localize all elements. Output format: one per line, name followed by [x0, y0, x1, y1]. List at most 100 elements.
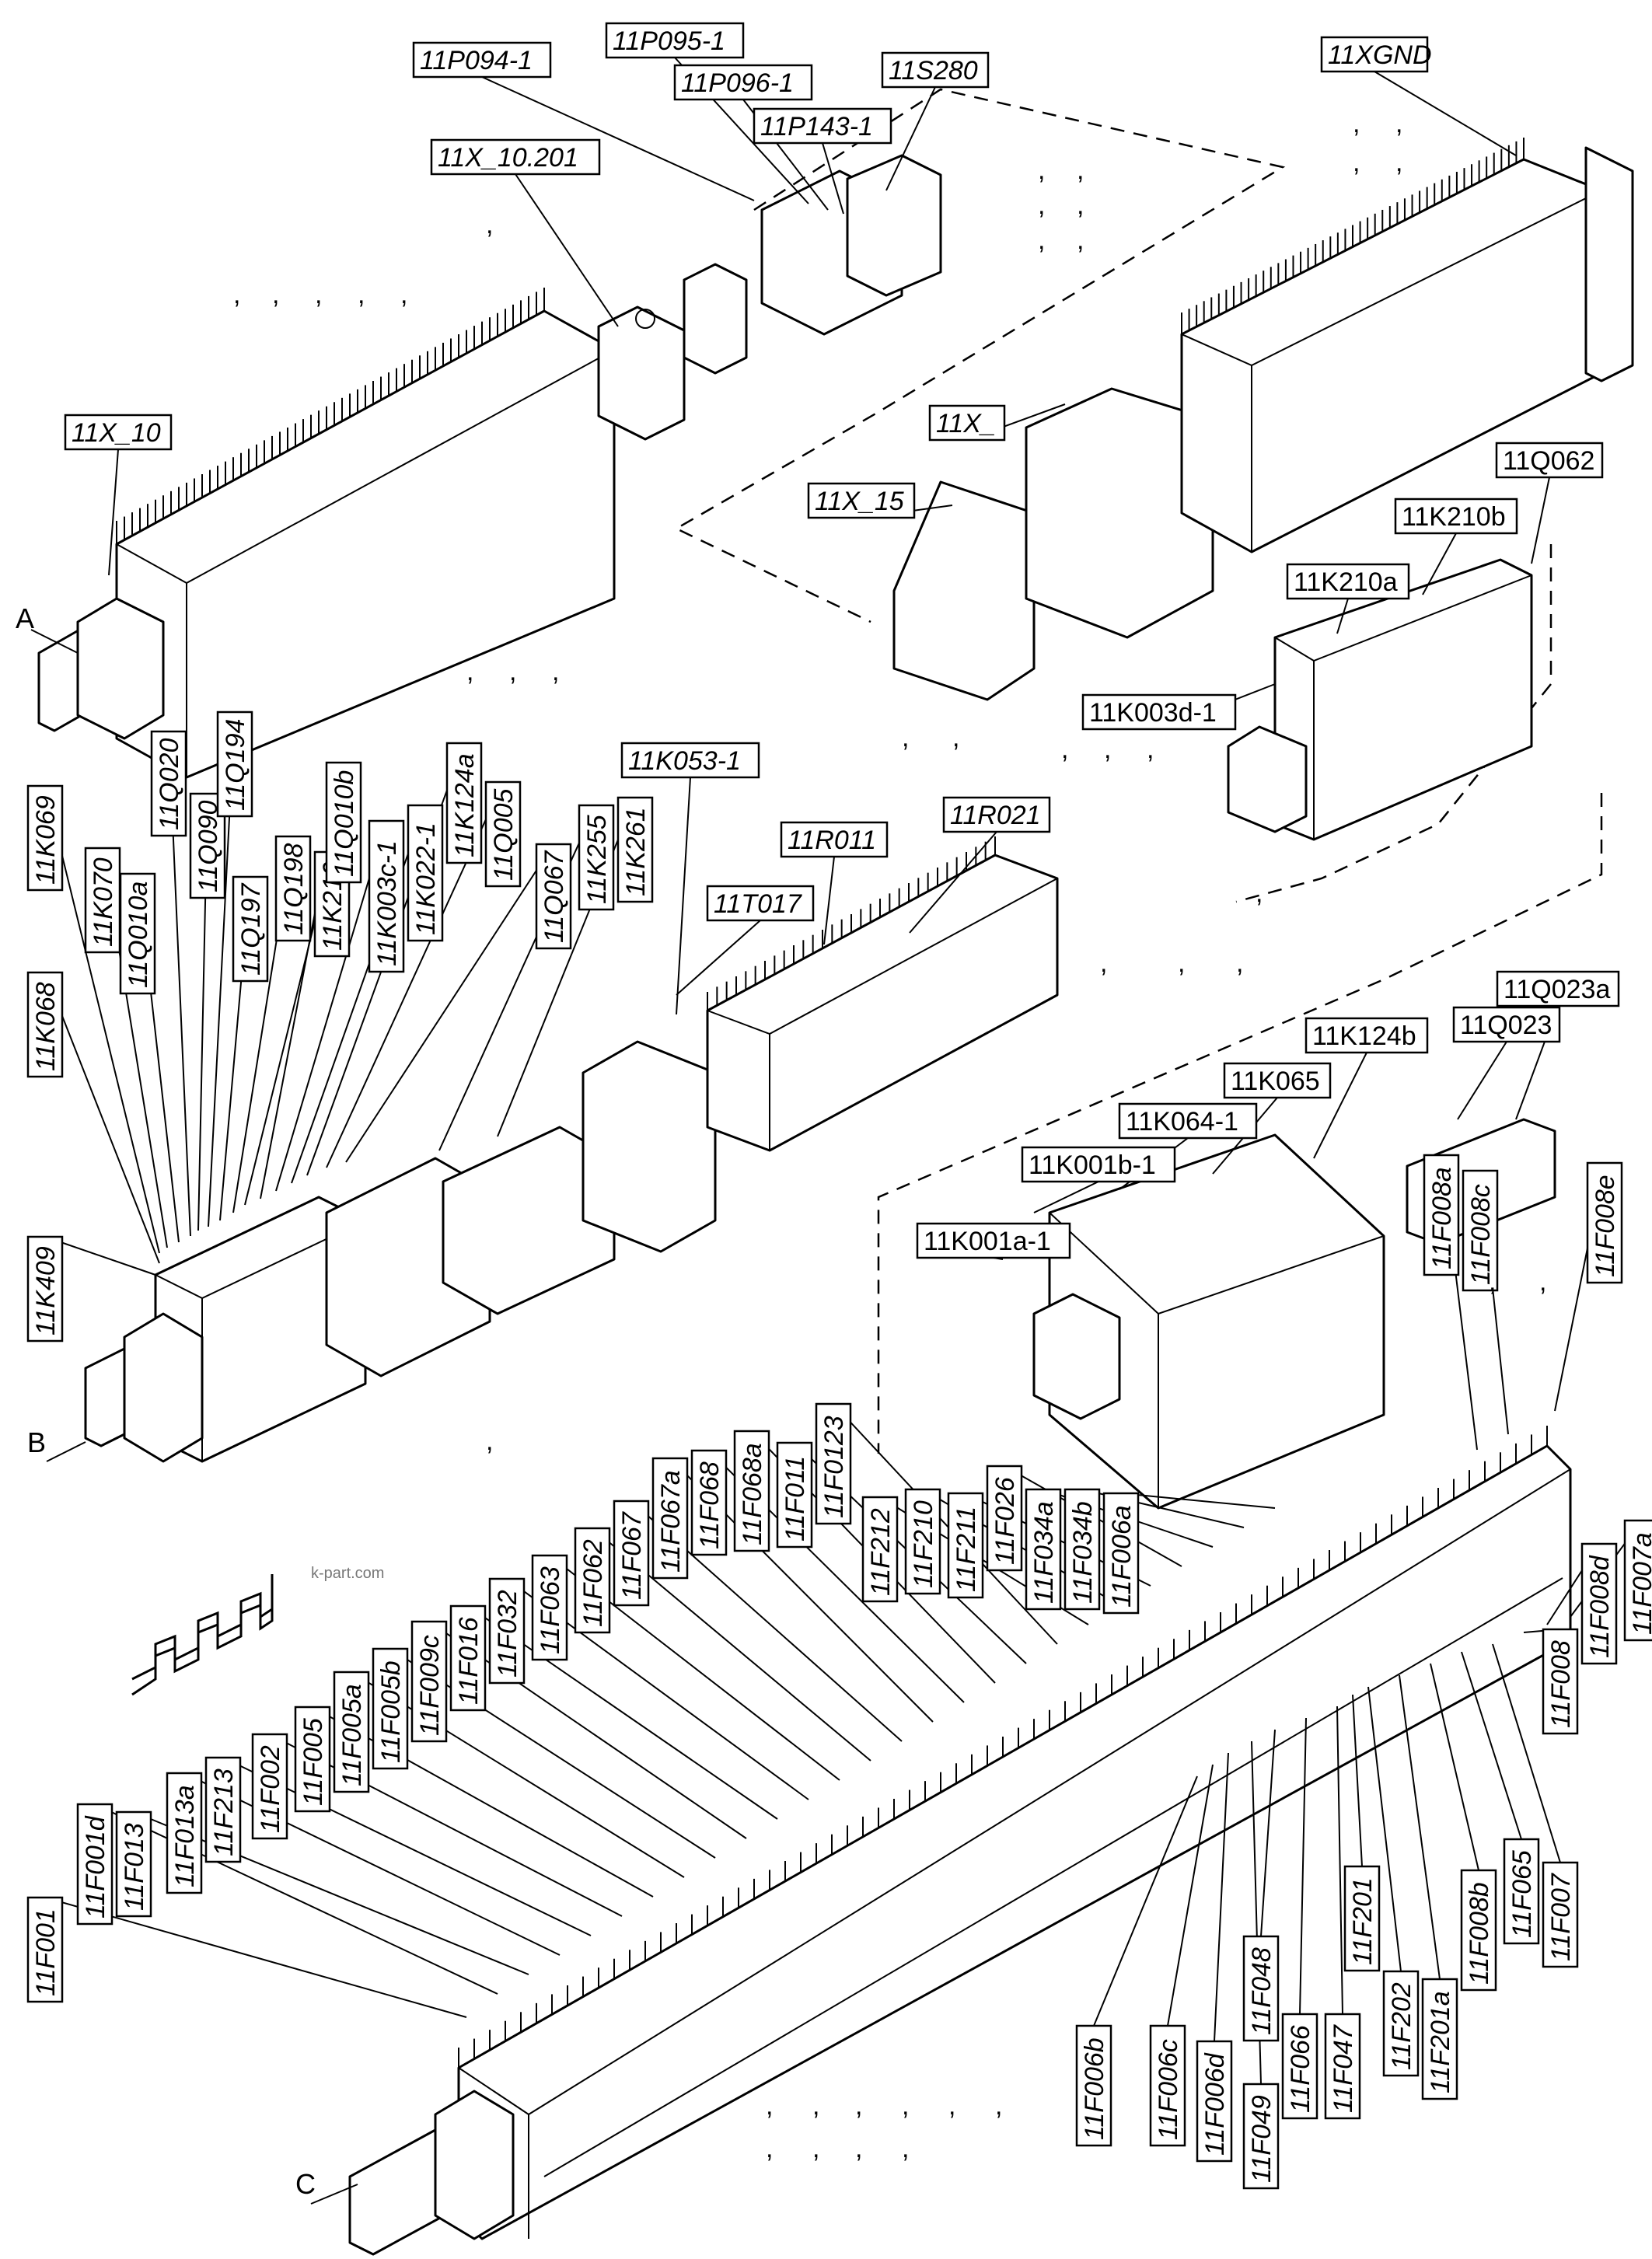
- label-text-11k001b-1: 11K001b-1: [1029, 1150, 1156, 1180]
- separator-comma: ,: [400, 280, 407, 309]
- separator-comma: ,: [1395, 109, 1402, 138]
- label-text-11q005: 11Q005: [489, 788, 519, 881]
- vlabel-11f008b: 11F008b: [1460, 1869, 1497, 1992]
- label-text-11k069: 11K069: [31, 795, 61, 885]
- leader-c: [310, 2184, 358, 2205]
- leader-line: [44, 972, 160, 1264]
- label-box: [484, 780, 522, 888]
- separator-comma: ,: [1077, 225, 1084, 255]
- dashed-outline-top: [674, 88, 1286, 623]
- label-text-11f067: 11F067: [617, 1511, 647, 1600]
- label-text-11f067a: 11F067a: [656, 1470, 686, 1573]
- label-box: [166, 1772, 203, 1894]
- label-text-11f062: 11F062: [578, 1539, 608, 1627]
- label-text-11f008e: 11F008e: [1591, 1175, 1620, 1277]
- leader-line: [823, 856, 835, 945]
- separator-comma: ,: [952, 723, 959, 752]
- label-box: [1382, 1970, 1420, 2077]
- label-box: [861, 1496, 899, 1603]
- leader-line: [885, 86, 936, 191]
- vlabel-11f008a: 11F008a: [1423, 1154, 1460, 1276]
- label-box-11x_: [928, 404, 1006, 442]
- label-box-11k210b: [1394, 498, 1518, 535]
- label-text-11f066: 11F066: [1286, 2025, 1315, 2113]
- vlabel-11f008c: 11F008c: [1462, 1169, 1499, 1292]
- label-box: [815, 1402, 852, 1525]
- label-box: [251, 1733, 288, 1840]
- separator-marks: ,,,,,,,,,,,,,,,,,,,,,,,,,,,,,,,,,,,,,,,,…: [233, 109, 1546, 2163]
- label-box: [776, 1441, 813, 1548]
- label-box: [1586, 1161, 1623, 1284]
- label-text-11s280: 11S280: [889, 56, 978, 86]
- separator-comma: ,: [1178, 948, 1185, 978]
- vlabel-11f034b: 11F034b: [1063, 1488, 1101, 1611]
- label-text-11k261: 11K261: [621, 807, 651, 896]
- label-text-11f001: 11F001: [31, 1908, 61, 1996]
- label-text-11f006b: 11F006b: [1080, 2037, 1109, 2140]
- label-text-11k064-1: 11K064-1: [1126, 1107, 1238, 1136]
- separator-comma: ,: [1038, 190, 1045, 220]
- leader-line: [44, 1897, 467, 2018]
- leader-line: [515, 173, 619, 327]
- leader-line: [1367, 1686, 1402, 1972]
- label-box: [535, 843, 572, 950]
- label-text-11f006c: 11F006c: [1154, 2039, 1183, 2140]
- separator-comma: ,: [1038, 155, 1045, 185]
- separator-comma: ,: [1353, 148, 1360, 177]
- leader-line: [1120, 1493, 1276, 1509]
- label-text-11q023: 11Q023: [1460, 1011, 1552, 1040]
- label-box: [690, 1449, 728, 1556]
- label-box: [1025, 1488, 1062, 1611]
- label-text-11f005b: 11F005b: [376, 1660, 406, 1763]
- vlabel-11k003c-1: 11K003c-1: [368, 819, 405, 973]
- vlabel-11f006c: 11F006c: [1149, 2024, 1186, 2147]
- vlabel-11f001: 11F001: [26, 1896, 64, 2003]
- leader-line: [1313, 1052, 1367, 1159]
- label-box-11x_10: [64, 414, 173, 451]
- label-box: [216, 711, 253, 818]
- label-box: [232, 875, 269, 983]
- vlabel-11f066: 11F066: [1281, 2013, 1318, 2120]
- vlabel-11f001d: 11F001d: [76, 1803, 114, 1926]
- separator-comma: ,: [1100, 948, 1107, 978]
- leader-line: [1531, 477, 1550, 564]
- vlabel-11q067: 11Q067: [535, 843, 572, 950]
- label-text-11r011: 11R011: [788, 826, 876, 855]
- label-text-11f210: 11F210: [909, 1500, 938, 1588]
- label-box-11k210a: [1286, 563, 1410, 600]
- vlabel-11f032: 11F032: [488, 1577, 526, 1685]
- vlabel-11f013: 11F013: [115, 1810, 152, 1918]
- label-box: [372, 1647, 409, 1770]
- vlabel-11f007: 11F007: [1542, 1861, 1579, 1968]
- separator-comma: ,: [272, 280, 279, 309]
- transformer-11T017: [582, 1040, 717, 1253]
- vlabel-11f062: 11F062: [574, 1527, 611, 1634]
- label-box: [1242, 2083, 1280, 2190]
- separator-comma: ,: [812, 2134, 819, 2163]
- label-box: [613, 1500, 650, 1607]
- vlabel-11f048: 11F048: [1242, 1935, 1280, 2042]
- leader-line: [1336, 598, 1349, 634]
- separator-comma: ,: [855, 2091, 862, 2121]
- separator-comma: ,: [766, 2134, 773, 2163]
- section-letters: ABC: [16, 602, 316, 2200]
- leader-line: [1492, 1643, 1561, 1863]
- label-text-11f065: 11F065: [1507, 1850, 1537, 1938]
- label-text-11q197: 11Q197: [236, 882, 266, 976]
- leader-line: [44, 1236, 156, 1276]
- label-text-11p095-1: 11P095-1: [613, 26, 725, 56]
- vlabel-11q194: 11Q194: [216, 711, 253, 818]
- label-text-11f048: 11F048: [1247, 1947, 1277, 2035]
- end-clamp-c: [434, 2090, 515, 2240]
- label-text-11f068a: 11F068a: [738, 1443, 767, 1545]
- dashed-outline-lower: [877, 793, 1603, 1454]
- separator-comma: ,: [1489, 1267, 1496, 1297]
- vlabel-11f034a: 11F034a: [1025, 1488, 1062, 1611]
- label-text-11f001d: 11F001d: [81, 1815, 110, 1919]
- terminal-strip-11X-10: [115, 309, 616, 779]
- leader-line: [909, 831, 997, 934]
- separator-comma: ,: [1353, 109, 1360, 138]
- vlabel-11f011: 11F011: [776, 1441, 813, 1548]
- label-text-11x_10: 11X_10: [72, 418, 161, 448]
- label-box-11k053-1: [620, 742, 760, 779]
